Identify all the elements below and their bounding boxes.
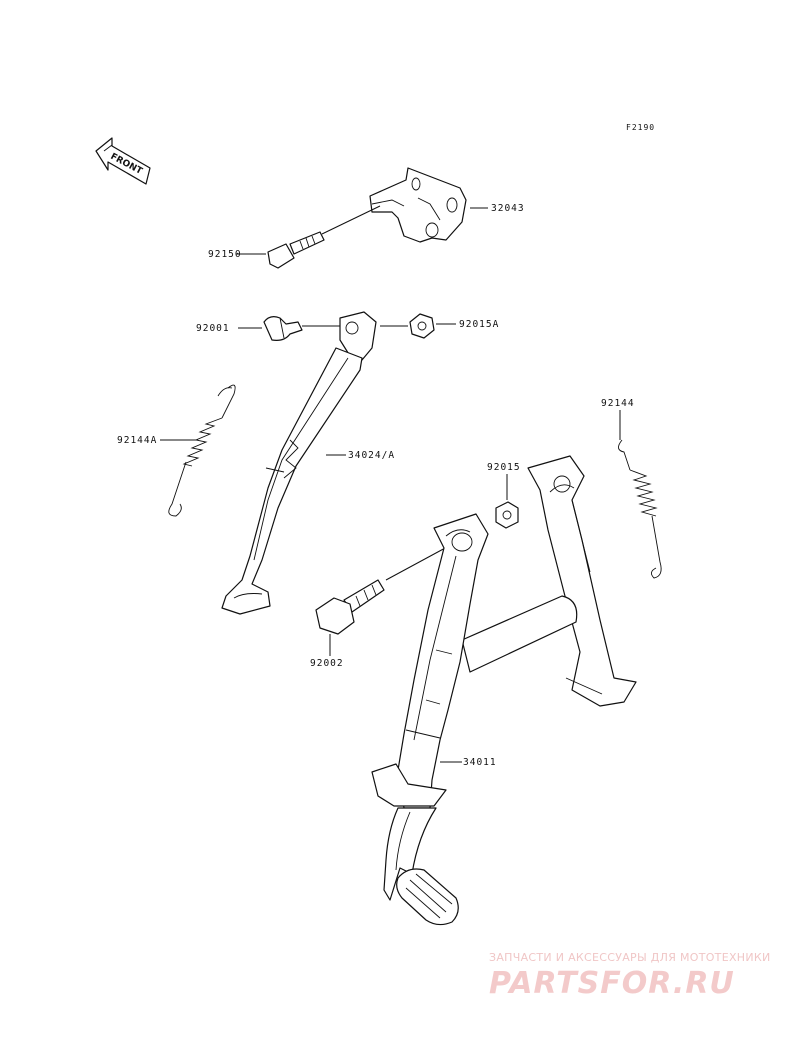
part-label-92015a: 92015A (459, 319, 499, 330)
diagram-ref-code: F2190 (626, 123, 655, 132)
part-label-34011: 34011 (463, 757, 497, 768)
nut-92015a (409, 313, 435, 339)
watermark-tagline: ЗАПЧАСТИ И АКСЕССУАРЫ ДЛЯ МОТОТЕХНИКИ (489, 951, 771, 964)
bracket-32043 (369, 167, 467, 243)
front-arrow-icon: FRONT (95, 137, 151, 185)
part-label-92015: 92015 (487, 462, 521, 473)
part-label-34024a: 34024/A (348, 450, 395, 461)
part-label-32043: 32043 (491, 203, 525, 214)
side-stand-34024a (221, 311, 377, 615)
part-label-92144a: 92144A (117, 435, 157, 446)
part-label-92002: 92002 (310, 658, 344, 669)
nut-92015 (495, 501, 519, 529)
center-stand-34011 (371, 455, 637, 926)
pin-92001 (263, 316, 303, 341)
part-label-92144: 92144 (601, 398, 635, 409)
spring-92144a (168, 384, 236, 517)
part-label-92150: 92150 (208, 249, 242, 260)
part-label-92001: 92001 (196, 323, 230, 334)
spring-92144 (618, 439, 662, 579)
watermark-logo: PARTSFOR.RU (489, 966, 735, 1001)
bolt-92150 (267, 205, 381, 269)
